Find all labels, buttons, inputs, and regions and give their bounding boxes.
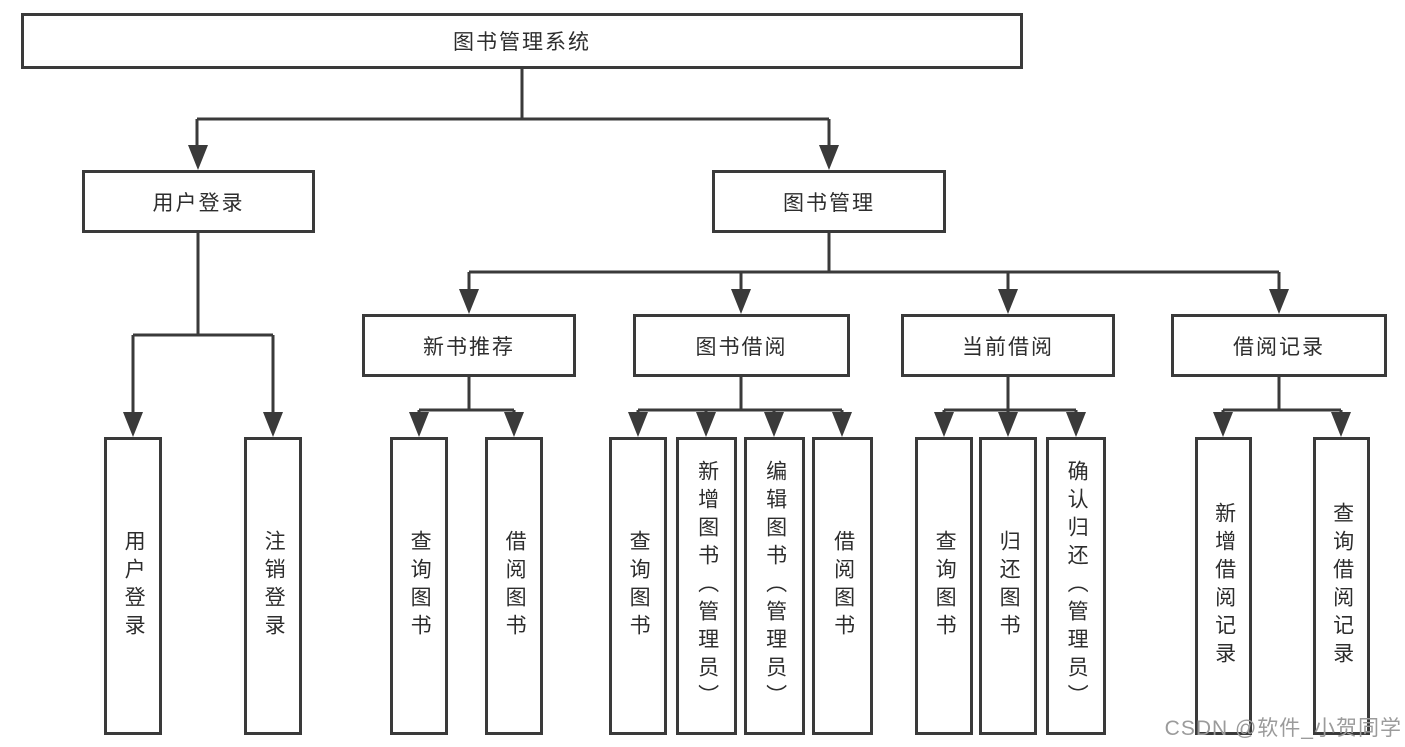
leaf-label: 确认归还（管理员） (1065, 460, 1089, 712)
leaf-label: 用户登录 (122, 530, 146, 642)
node-book-management: 图书管理 (712, 170, 946, 233)
leaf-recommend-borrow-books: 借阅图书 (485, 437, 543, 735)
leaf-label: 注销登录 (262, 530, 286, 642)
arrowhead (832, 412, 852, 437)
leaf-current-query-books: 查询图书 (915, 437, 973, 735)
watermark: CSDN @软件_小贺同学 (1164, 717, 1402, 740)
node-library-management-system: 图书管理系统 (21, 13, 1023, 69)
leaf-label: 新增借阅记录 (1212, 502, 1236, 670)
node-label: 用户登录 (152, 191, 245, 215)
arrowhead (1331, 412, 1351, 437)
leaf-label: 编辑图书（管理员） (763, 460, 787, 712)
node-label: 图书管理 (783, 191, 875, 215)
node-book-borrowing: 图书借阅 (633, 314, 850, 377)
leaf-label: 查询借阅记录 (1330, 502, 1354, 670)
leaf-logout: 注销登录 (244, 437, 302, 735)
arrowhead (998, 289, 1018, 314)
node-new-book-recommendation: 新书推荐 (362, 314, 576, 377)
arrowhead (819, 145, 839, 170)
leaf-borrowing-add-books-admin: 新增图书（管理员） (676, 437, 737, 735)
arrowhead (1269, 289, 1289, 314)
arrowhead (504, 412, 524, 437)
arrowhead (934, 412, 954, 437)
arrowhead (123, 412, 143, 437)
connector-root-to-level2 (195, 69, 831, 148)
arrowhead (263, 412, 283, 437)
leaf-records-query-borrow-record: 查询借阅记录 (1313, 437, 1370, 735)
connector-paths (131, 69, 1343, 413)
leaf-label: 借阅图书 (831, 530, 855, 642)
leaf-borrowing-query-books: 查询图书 (609, 437, 667, 735)
node-label: 新书推荐 (423, 335, 515, 359)
leaf-label: 查询图书 (933, 530, 957, 642)
arrowheads (123, 145, 1351, 437)
leaf-recommend-query-books: 查询图书 (390, 437, 448, 735)
node-current-borrowing: 当前借阅 (901, 314, 1115, 377)
arrowhead (188, 145, 208, 170)
leaf-records-add-borrow-record: 新增借阅记录 (1195, 437, 1252, 735)
leaf-label: 归还图书 (997, 530, 1021, 642)
arrowhead (696, 412, 716, 437)
node-label: 当前借阅 (962, 335, 1054, 359)
connector-records-to-leaves (1221, 377, 1343, 413)
arrowhead (459, 289, 479, 314)
connector-recommend-to-leaves (417, 377, 516, 413)
leaf-borrowing-borrow-books: 借阅图书 (812, 437, 873, 735)
arrowhead (998, 412, 1018, 437)
arrowhead (1066, 412, 1086, 437)
connector-current-to-leaves (942, 377, 1078, 413)
node-user-login: 用户登录 (82, 170, 315, 233)
arrowhead (409, 412, 429, 437)
node-label: 借阅记录 (1233, 335, 1325, 359)
arrowhead (731, 289, 751, 314)
leaf-borrowing-edit-books-admin: 编辑图书（管理员） (744, 437, 805, 735)
leaf-user-login: 用户登录 (104, 437, 162, 735)
leaf-label: 新增图书（管理员） (695, 460, 719, 712)
connector-mgmt-to-level3 (467, 233, 1281, 291)
connector-borrow-to-leaves (636, 377, 844, 413)
node-label: 图书借阅 (695, 335, 788, 359)
node-label: 图书管理系统 (453, 31, 591, 54)
connector-login-to-leaves (131, 233, 275, 413)
leaf-label: 查询图书 (408, 530, 432, 642)
arrowhead (628, 412, 648, 437)
node-borrowing-records: 借阅记录 (1171, 314, 1387, 377)
leaf-label: 查询图书 (627, 530, 651, 642)
leaf-current-confirm-return-admin: 确认归还（管理员） (1046, 437, 1106, 735)
arrowhead (1213, 412, 1233, 437)
leaf-label: 借阅图书 (503, 530, 527, 642)
leaf-current-return-books: 归还图书 (979, 437, 1037, 735)
arrowhead (764, 412, 784, 437)
